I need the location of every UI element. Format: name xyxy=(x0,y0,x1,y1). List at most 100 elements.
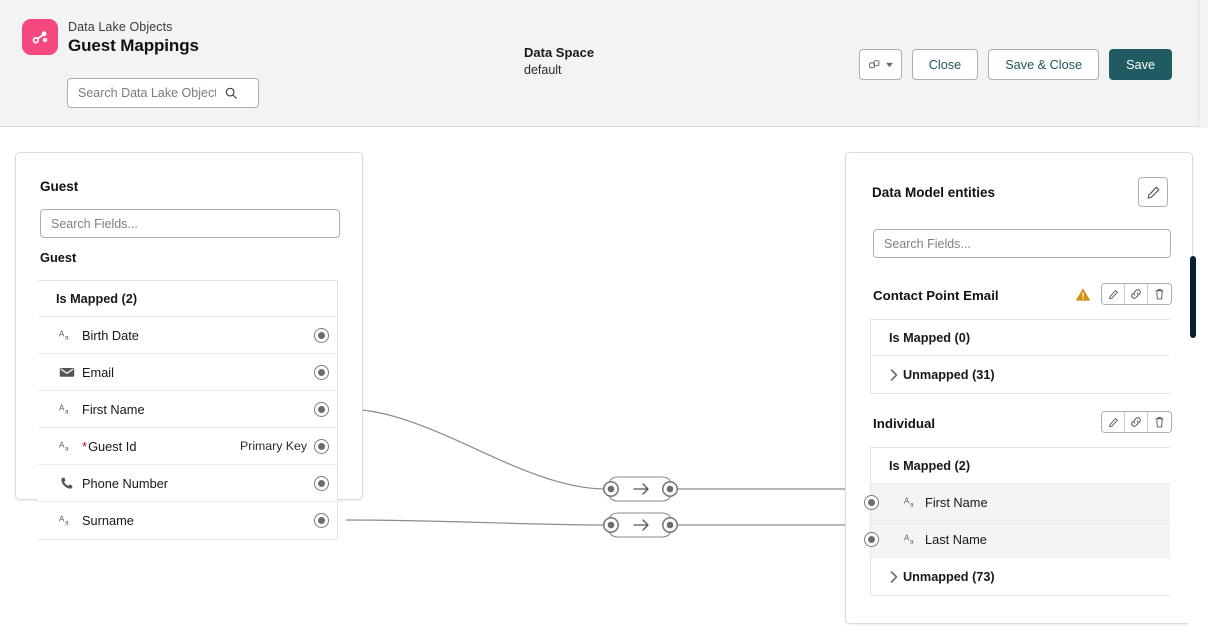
source-field-search[interactable] xyxy=(40,209,340,238)
link-entity-button[interactable] xyxy=(1125,412,1148,432)
source-title: Guest xyxy=(40,179,79,194)
entity-header: Contact Point Email xyxy=(846,283,1194,313)
target-field-label: Last Name xyxy=(925,531,987,547)
source-port[interactable] xyxy=(314,365,329,380)
target-port[interactable] xyxy=(864,495,879,510)
scrollbar-thumb[interactable] xyxy=(1190,256,1196,338)
search-icon[interactable] xyxy=(220,86,242,100)
edit-entity-button[interactable] xyxy=(1102,412,1125,432)
source-field-row[interactable]: Email xyxy=(38,354,337,391)
entity-individual: Individual xyxy=(846,411,1194,596)
save-button[interactable]: Save xyxy=(1109,49,1172,80)
entity-action-group xyxy=(1101,283,1172,305)
entity-name: Contact Point Email xyxy=(873,288,999,303)
source-port[interactable] xyxy=(314,402,329,417)
target-field-label: First Name xyxy=(925,494,988,510)
source-field-label: Phone Number xyxy=(82,475,169,491)
unmapped-section-toggle[interactable]: Unmapped (31) xyxy=(871,356,1170,393)
source-field-label: Surname xyxy=(82,513,134,528)
search-input[interactable] xyxy=(68,86,220,100)
data-space-value: default xyxy=(524,63,562,77)
page-header: Data Lake Objects Guest Mappings Data Sp… xyxy=(0,0,1198,127)
close-button[interactable]: Close xyxy=(911,49,979,80)
svg-text:a: a xyxy=(65,520,69,527)
entity-contact-point-email: Contact Point Email xyxy=(846,283,1194,394)
duplicate-dropdown-button[interactable] xyxy=(858,49,902,80)
edit-entities-button[interactable] xyxy=(1138,177,1168,207)
breadcrumb: Data Lake Objects xyxy=(68,20,173,34)
mapping-canvas: Guest Guest Is Mapped (2) Aa Birth Date … xyxy=(0,128,1198,639)
header-right-strip xyxy=(1198,0,1208,128)
transform-node xyxy=(602,476,678,502)
data-space-label: Data Space xyxy=(524,45,595,60)
source-field-label: Guest Id xyxy=(88,438,137,454)
svg-text:a: a xyxy=(65,334,69,341)
unmapped-label: Unmapped (73) xyxy=(903,569,995,584)
delete-entity-button[interactable] xyxy=(1148,284,1171,304)
trash-icon xyxy=(1155,417,1164,428)
delete-entity-button[interactable] xyxy=(1148,412,1171,432)
required-marker: * xyxy=(82,438,88,454)
source-field-label: Email xyxy=(82,364,114,380)
pencil-icon xyxy=(1147,186,1159,199)
unmapped-section-toggle[interactable]: Unmapped (73) xyxy=(871,558,1170,595)
entity-name: Individual xyxy=(873,416,936,431)
email-icon xyxy=(52,366,82,378)
source-port[interactable] xyxy=(314,513,329,528)
data-space-block: Data Space default xyxy=(524,45,594,77)
source-section-header: Is Mapped (2) xyxy=(38,281,337,317)
link-entity-button[interactable] xyxy=(1125,284,1148,304)
svg-text:a: a xyxy=(65,445,69,452)
chevron-down-icon xyxy=(885,62,893,67)
mapped-section-header: Is Mapped (0) xyxy=(871,320,1170,356)
svg-text:A: A xyxy=(59,403,65,412)
svg-text:a: a xyxy=(910,538,914,545)
unmapped-label: Unmapped (31) xyxy=(903,367,995,382)
entity-actions xyxy=(1101,411,1172,433)
duplicate-icon xyxy=(868,60,880,69)
source-port[interactable] xyxy=(314,476,329,491)
header-actions: Close Save & Close Save xyxy=(858,49,1172,80)
link-icon xyxy=(1131,289,1141,299)
svg-text:A: A xyxy=(904,533,910,542)
target-port[interactable] xyxy=(864,532,879,547)
warning-triangle-icon[interactable] xyxy=(1075,287,1091,302)
source-search-input[interactable] xyxy=(41,216,339,231)
mapped-section-header: Is Mapped (2) xyxy=(871,448,1170,484)
svg-text:a: a xyxy=(910,501,914,508)
mapping-icon xyxy=(22,19,58,55)
target-search-input[interactable] xyxy=(874,236,1170,251)
trash-icon xyxy=(1155,289,1164,300)
edit-entity-button[interactable] xyxy=(1102,284,1125,304)
source-port[interactable] xyxy=(314,439,329,454)
source-port[interactable] xyxy=(314,328,329,343)
primary-key-badge: Primary Key xyxy=(240,439,307,453)
target-entities-card: Data Model entities Contact Point Email xyxy=(845,152,1193,624)
chevron-right-icon xyxy=(885,570,903,583)
source-field-row[interactable]: Phone Number xyxy=(38,465,337,502)
svg-text:a: a xyxy=(65,408,69,415)
svg-text:A: A xyxy=(59,329,65,338)
save-and-close-button[interactable]: Save & Close xyxy=(988,49,1100,80)
page-scrollbar[interactable] xyxy=(1188,256,1198,639)
source-field-label: First Name xyxy=(82,401,145,417)
phone-icon xyxy=(52,476,82,490)
target-field-search[interactable] xyxy=(873,229,1171,258)
source-group-label: Guest xyxy=(40,250,77,265)
search-data-lake-objects[interactable] xyxy=(67,78,259,108)
transform-node xyxy=(602,512,678,538)
